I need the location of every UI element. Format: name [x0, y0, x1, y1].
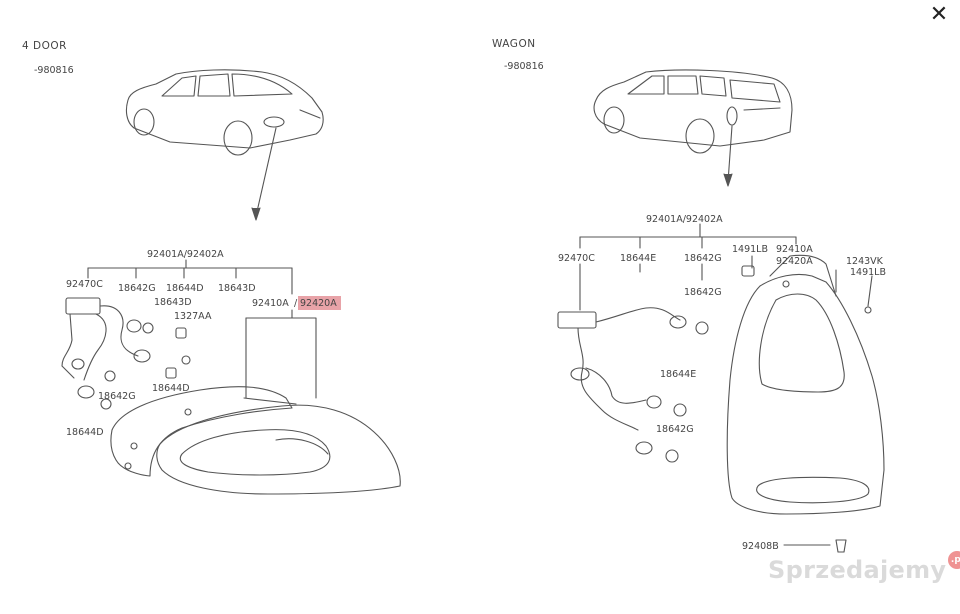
part-label: 18644D: [66, 427, 104, 438]
part-label: 1491LB: [850, 267, 886, 278]
wagon-car-drawing: [593, 69, 793, 154]
pointer-arrow: [255, 127, 277, 217]
callout-bracket-left: [87, 259, 317, 399]
part-label: 92408B: [742, 541, 779, 552]
close-icon[interactable]: ✕: [929, 2, 949, 27]
part-label: 18643D: [218, 283, 256, 294]
tail-lamp-right: [726, 254, 885, 515]
part-label: 92470C: [66, 279, 103, 290]
pointer-arrow-right: [727, 125, 733, 183]
part-label: 92410A: [252, 298, 289, 309]
arrow-head-right: [723, 173, 733, 187]
watermark-text: Sprzedajemy: [768, 556, 947, 584]
arrow-head: [251, 207, 261, 221]
part-label: 18643D: [154, 297, 192, 308]
sedan-car-drawing: [125, 69, 324, 156]
part-label: 92420A: [776, 256, 813, 267]
left-panel-labels: 4 DOOR -980816 92401A/92402A 92470C 1864…: [22, 40, 341, 438]
part-label: 18642G: [98, 391, 136, 402]
watermark-badge: .pl: [948, 551, 960, 569]
wiring-harness-left: [61, 297, 191, 410]
part-label: 1491LB: [732, 244, 768, 255]
watermark-logo: Sprzedajemy .pl: [768, 551, 960, 584]
part-label: 18644D: [152, 383, 190, 394]
right-title: WAGON: [492, 38, 536, 50]
part-label: 92410A: [776, 244, 813, 255]
part-label: 92401A/92402A: [646, 214, 723, 225]
part-label: 1327AA: [174, 311, 212, 322]
part-label: 18642G: [656, 424, 694, 435]
part-label: 18644E: [620, 253, 656, 264]
part-label: 18642G: [118, 283, 156, 294]
part-label-highlighted: 92420A: [300, 298, 337, 309]
part-label: 18642G: [684, 253, 722, 264]
right-serial: -980816: [504, 61, 544, 72]
highlight-marker: [298, 296, 341, 310]
part-label: 1243VK: [846, 256, 884, 267]
tail-lamp-left: [110, 386, 401, 495]
part-label: 92470C: [558, 253, 595, 264]
callout-bracket-right: [579, 223, 873, 546]
part-label: 18644E: [660, 369, 696, 380]
left-title: 4 DOOR: [22, 40, 67, 52]
left-serial: -980816: [34, 65, 74, 76]
part-label: 18642G: [684, 287, 722, 298]
part-label: 18644D: [166, 283, 204, 294]
part-label: /: [294, 298, 298, 309]
right-panel-labels: WAGON -980816 92401A/92402A 92470C 18644…: [492, 38, 886, 552]
wiring-harness-right: [557, 265, 847, 553]
part-label: 92401A/92402A: [147, 249, 224, 260]
